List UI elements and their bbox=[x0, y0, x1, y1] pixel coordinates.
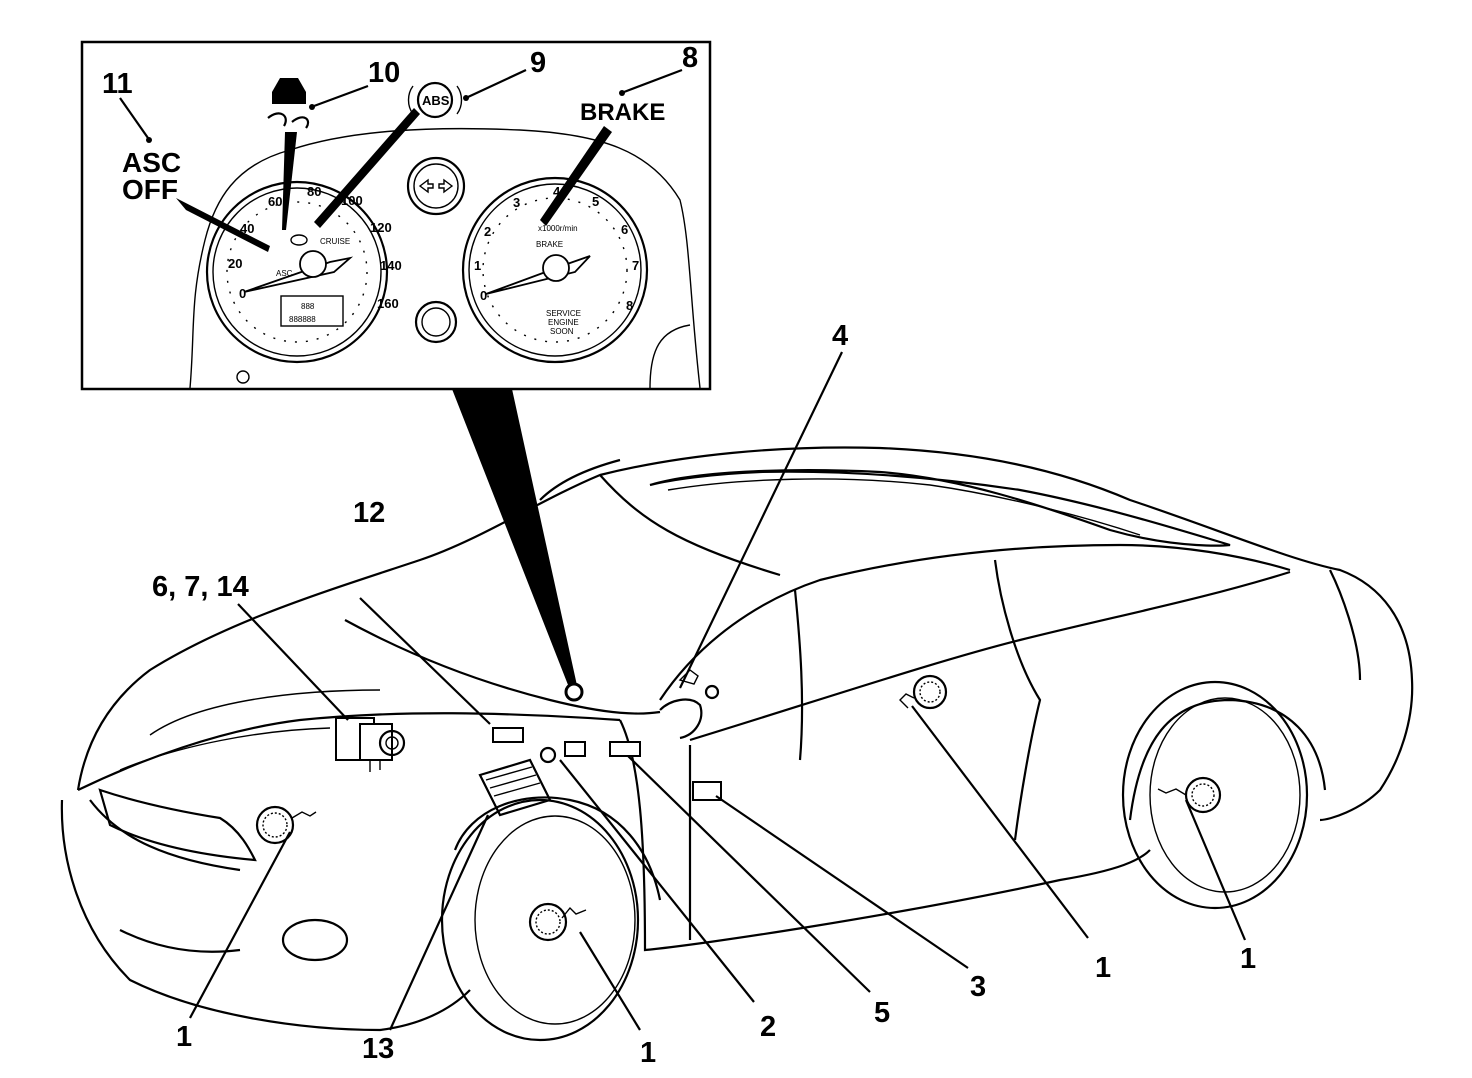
relay-box-12 bbox=[492, 727, 524, 743]
service-engine-line3: SOON bbox=[550, 327, 574, 336]
callout-13: 13 bbox=[362, 1033, 394, 1065]
turn-signal-icon bbox=[406, 156, 466, 216]
speedo-tick: 40 bbox=[240, 221, 254, 236]
speedo-asc-lamp: ASC bbox=[276, 269, 293, 278]
speedo-tick: 80 bbox=[307, 184, 321, 199]
abs-label: ABS bbox=[422, 93, 450, 108]
tacho-unit: x1000r/min bbox=[538, 224, 578, 233]
callout-1-rear-left: 1 bbox=[1095, 952, 1111, 984]
tacho-tick: 2 bbox=[484, 224, 491, 239]
callout-5: 5 bbox=[874, 997, 890, 1029]
tacho-tick: 6 bbox=[621, 222, 628, 237]
callout-4: 4 bbox=[832, 320, 848, 352]
tacho-tick: 3 bbox=[513, 195, 520, 210]
relay-box-5 bbox=[609, 741, 641, 757]
tacho-tick: 4 bbox=[553, 184, 561, 199]
asc-off-line2: OFF bbox=[122, 174, 178, 205]
callout-8: 8 bbox=[682, 42, 698, 74]
inset-pointer-wedge bbox=[452, 389, 578, 690]
skid-icon bbox=[267, 78, 310, 129]
front-wheel bbox=[440, 796, 662, 1042]
callout-2: 2 bbox=[760, 1011, 776, 1043]
yaw-rate-sensor-3 bbox=[692, 781, 722, 801]
callout-1-rear-right: 1 bbox=[1240, 943, 1256, 975]
center-small-gauge bbox=[414, 300, 458, 344]
asc-abs-ecu bbox=[478, 758, 552, 817]
callout-3: 3 bbox=[970, 971, 986, 1003]
hydraulic-unit bbox=[335, 717, 406, 772]
wheel-speed-sensor-front-left bbox=[255, 805, 317, 845]
callout-1-front-left: 1 bbox=[176, 1021, 192, 1053]
tacho-tick: 1 bbox=[474, 258, 481, 273]
tacho-tick: 0 bbox=[480, 288, 487, 303]
service-engine-line1: SERVICE bbox=[546, 309, 581, 318]
odometer-row: 888888 bbox=[289, 315, 316, 324]
instrument-cluster-inset: 0 20 40 60 80 100 120 140 160 ASC CRUISE… bbox=[80, 40, 712, 391]
inset-origin-point bbox=[564, 682, 584, 702]
speedo-cruise-lamp: CRUISE bbox=[320, 237, 350, 246]
tacho-brake-lamp: BRAKE bbox=[536, 240, 563, 249]
odometer-top: 888 bbox=[301, 302, 315, 311]
tacho-tick: 5 bbox=[592, 194, 599, 209]
speedometer: 0 20 40 60 80 100 120 140 160 ASC CRUISE… bbox=[205, 180, 402, 364]
speedo-tick: 60 bbox=[268, 194, 282, 209]
speedo-tick: 160 bbox=[377, 296, 399, 311]
tachometer: 0 1 2 3 4 5 6 7 8 x1000r/min BRAKE SERVI… bbox=[461, 176, 649, 364]
car-outline bbox=[60, 446, 1414, 1042]
wheel-speed-sensor-rear-left bbox=[899, 674, 948, 710]
speedo-tick: 120 bbox=[370, 220, 392, 235]
callout-1-front-right: 1 bbox=[640, 1037, 656, 1069]
brake-warning-label: BRAKE bbox=[580, 99, 665, 126]
callout-12: 12 bbox=[353, 497, 385, 529]
steering-angle-sensor-2 bbox=[539, 741, 586, 764]
tacho-tick: 8 bbox=[626, 298, 633, 313]
speedo-tick: 140 bbox=[380, 258, 402, 273]
asc-off-line1: ASC bbox=[122, 147, 181, 178]
speedo-tick: 0 bbox=[239, 286, 246, 301]
service-engine-line2: ENGINE bbox=[548, 318, 579, 327]
speedo-tick: 20 bbox=[228, 256, 242, 271]
wheel-speed-sensor-rear-right bbox=[1157, 776, 1222, 814]
callout-10: 10 bbox=[368, 57, 400, 89]
callout-6-7-14: 6, 7, 14 bbox=[152, 571, 249, 603]
tacho-tick: 7 bbox=[632, 258, 639, 273]
callout-11: 11 bbox=[102, 68, 133, 100]
wheel-speed-sensor-front-right bbox=[528, 902, 587, 942]
leader-lines bbox=[189, 351, 1247, 1031]
callout-9: 9 bbox=[530, 47, 546, 79]
rear-wheel bbox=[1121, 680, 1327, 910]
